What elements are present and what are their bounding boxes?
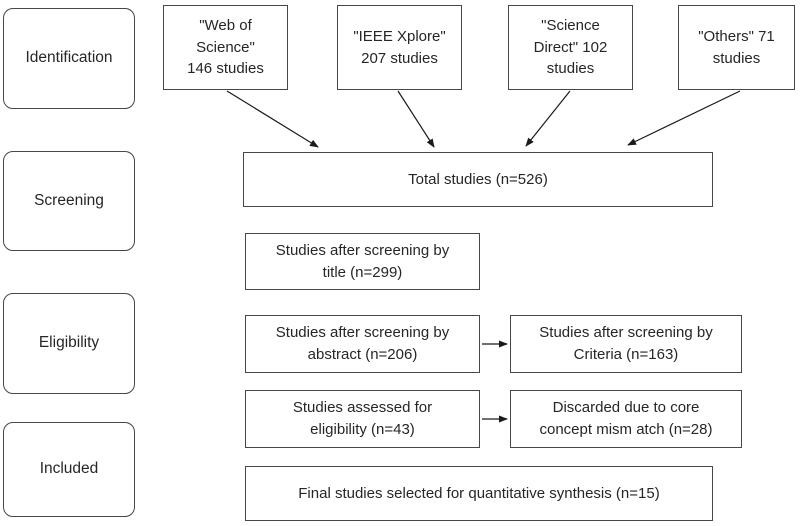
stage-included: Included xyxy=(3,422,135,517)
node-discarded-mismatch: Discarded due to core concept mism atch … xyxy=(510,390,742,448)
node-screened-by-title: Studies after screening by title (n=299) xyxy=(245,233,480,290)
node-assessed-for-eligibility: Studies assessed for eligibility (n=43) xyxy=(245,390,480,448)
stage-screening: Screening xyxy=(3,151,135,251)
node-final-selected: Final studies selected for quantitative … xyxy=(245,466,713,521)
arrow-web-of-science-to-total xyxy=(226,90,319,148)
stage-eligibility: Eligibility xyxy=(3,293,135,394)
arrow-ieee-xplore-to-total xyxy=(397,90,435,148)
source-others: "Others" 71 studies xyxy=(678,5,795,90)
node-total-studies: Total studies (n=526) xyxy=(243,152,713,207)
source-web-of-science: "Web of Science" 146 studies xyxy=(163,5,288,90)
source-science-direct: "Science Direct" 102 studies xyxy=(508,5,633,90)
stage-identification: Identification xyxy=(3,8,135,109)
node-screened-by-abstract: Studies after screening by abstract (n=2… xyxy=(245,315,480,373)
arrow-others-to-total xyxy=(627,90,741,146)
source-ieee-xplore: "IEEE Xplore" 207 studies xyxy=(337,5,462,90)
arrow-science-direct-to-total xyxy=(525,90,571,147)
node-screened-by-criteria: Studies after screening by Criteria (n=1… xyxy=(510,315,742,373)
